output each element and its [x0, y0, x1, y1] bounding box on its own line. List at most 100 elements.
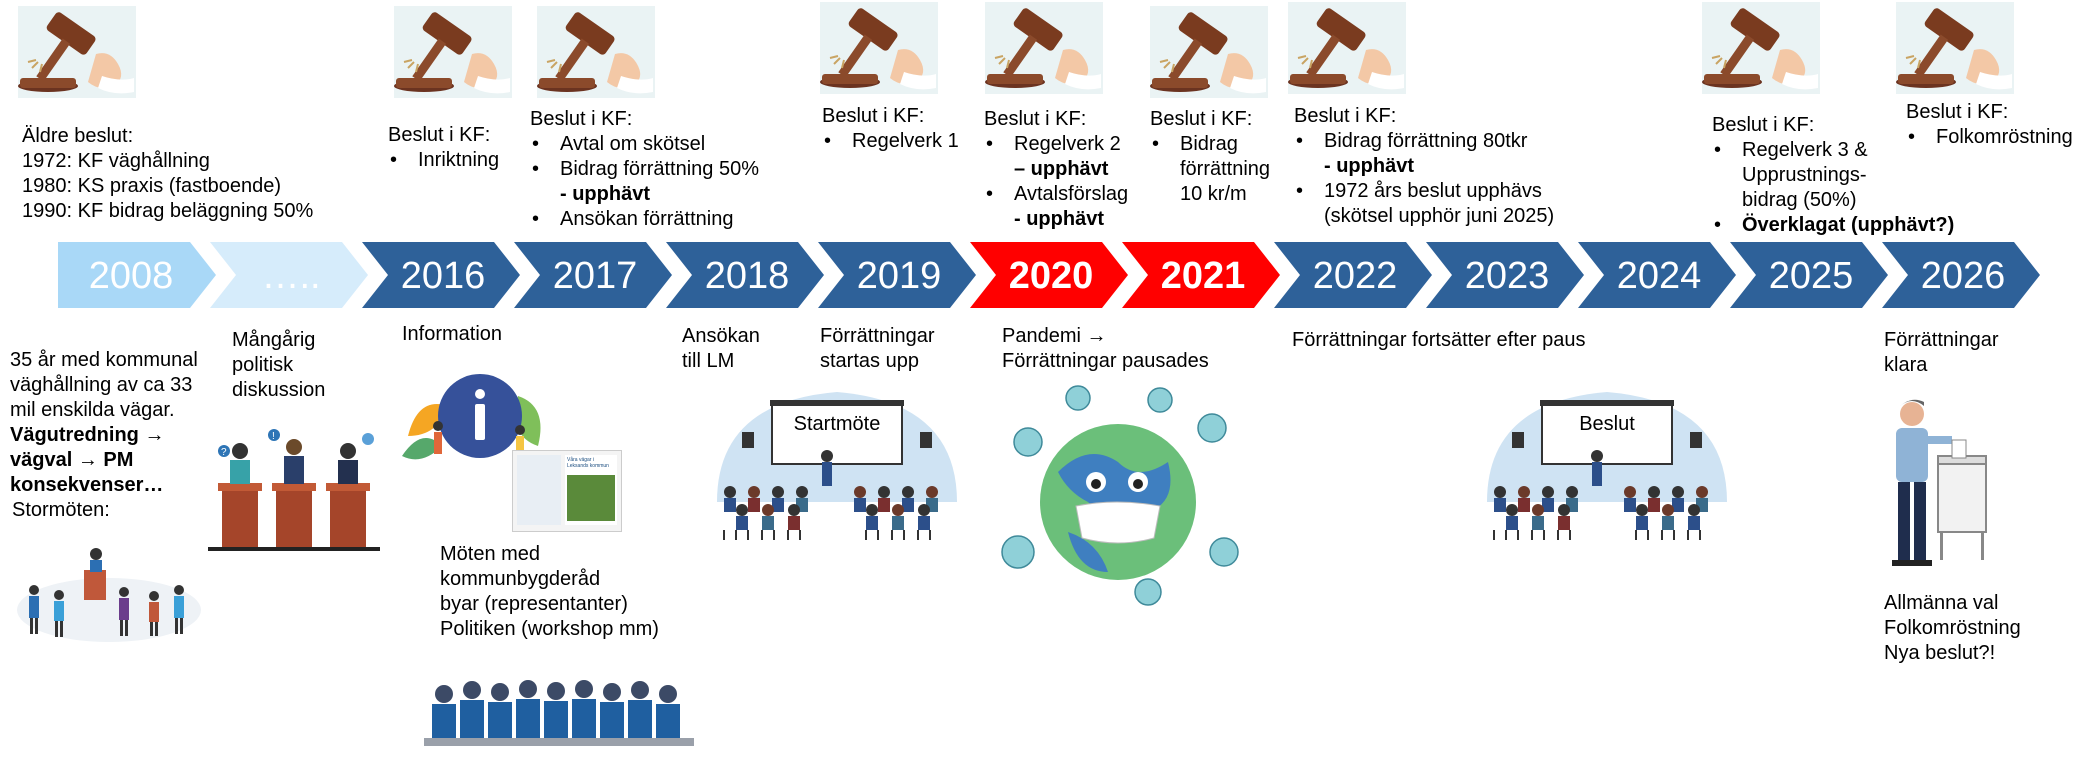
kf-bullet: Regelverk 2 – upphävt — [984, 132, 1128, 182]
timeline-arrow — [818, 242, 976, 308]
stormoten-label: Stormöten: — [12, 499, 110, 521]
timeline-arrow — [58, 242, 216, 308]
kf-heading: Beslut i KF: — [1150, 108, 1253, 130]
brochure-photo — [567, 475, 615, 521]
gavel-icon — [394, 6, 512, 98]
timeline-year-label: 2023 — [1465, 255, 1550, 297]
virus-icon — [1001, 385, 1239, 606]
kf-bullet: Bidrag förrättning 10 kr/m — [1150, 132, 1270, 207]
timeline-arrow — [970, 242, 1128, 308]
brochure-page — [517, 455, 561, 525]
kf-heading: Beslut i KF: — [388, 124, 491, 146]
kf-bullet-strong: - upphävt — [1014, 208, 1104, 230]
debate-icon: ? ! — [208, 429, 380, 551]
gavel-icon — [537, 6, 655, 98]
kf-2022: Beslut i KF: Bidrag förrättning 80tkr - u… — [1294, 104, 1554, 229]
timeline-arrow — [1578, 242, 1736, 308]
timeline-arrow — [1730, 242, 1888, 308]
kf-bullet-text: Regelverk 2 — [1014, 133, 1121, 155]
timeline-arrow — [1122, 242, 1280, 308]
kf-heading: Beslut i KF: — [1294, 105, 1397, 127]
timeline-year-label: ….. — [261, 255, 320, 297]
conference-room-icon — [1486, 391, 1728, 541]
svg-text:!: ! — [272, 431, 275, 442]
timeline-arrow — [666, 242, 824, 308]
conference-room-beslut: Beslut — [1482, 382, 1732, 562]
timeline-year-label: 2025 — [1769, 255, 1854, 297]
klara-label: Förrättningar klara — [1884, 329, 1999, 376]
kf-bullet: Avtalsförslag - upphävt — [984, 182, 1128, 232]
crowd-icon — [17, 548, 201, 642]
timeline-arrow — [1274, 242, 1432, 308]
older-line: 1972: KF väghållning — [22, 150, 210, 172]
gavel-icon — [985, 2, 1103, 94]
ansokan-label: Ansökan till LM — [682, 325, 760, 372]
gavel-icon — [1150, 6, 1268, 98]
mangarig-label: Mångårig politisk diskussion — [232, 329, 326, 401]
forts-label: Förrättningar fortsätter efter paus — [1292, 329, 1586, 351]
timeline-arrow — [1882, 242, 2040, 308]
intro-text: 35 år med kommunal väghållning av ca 33 … — [10, 349, 198, 421]
timeline-year-label: 2022 — [1313, 255, 1398, 297]
info-icon — [402, 374, 541, 460]
timeline-year-label: 2019 — [857, 255, 942, 297]
kf-2021: Beslut i KF: Bidrag förrättning 10 kr/m — [1150, 107, 1270, 207]
gavel-icon — [1896, 2, 2014, 94]
kf-bullet-strong: Överklagat (upphävt?) — [1742, 214, 1955, 236]
timeline-arrow — [210, 242, 368, 308]
kf-bullet-text: Bidrag förrättning 80tkr — [1324, 130, 1528, 152]
kf-bullet: Avtal om skötsel — [530, 132, 759, 157]
kf-bullet: Folkomröstning — [1906, 125, 2073, 150]
workshop-icon — [424, 672, 694, 754]
timeline-arrow — [362, 242, 520, 308]
kf-heading: Beslut i KF: — [984, 108, 1087, 130]
intro-strong: Vägutredning → vägval → PM konsekvenser… — [10, 424, 165, 496]
svg-text:?: ? — [221, 447, 227, 458]
timeline-year-label: 2024 — [1617, 255, 1702, 297]
kf-bullet: Bidrag förrättning 80tkr - upphävt — [1294, 129, 1554, 179]
timeline-arrow — [1426, 242, 1584, 308]
timeline-year-label: 2017 — [553, 255, 638, 297]
conference-room-icon — [716, 391, 958, 541]
kf-bullet-text: Avtalsförslag — [1014, 183, 1129, 205]
kf-heading: Beslut i KF: — [530, 108, 633, 130]
forr-startas-label: Förrättningar startas upp — [820, 325, 935, 372]
information-label: Information — [402, 323, 503, 345]
kf-heading: Beslut i KF: — [1906, 101, 2009, 123]
kf-bullet-text: Bidrag förrättning 50% — [560, 158, 760, 180]
older-line: 1980: KS praxis (fastboende) — [22, 175, 282, 197]
gavel-icon — [820, 2, 938, 94]
gavel-icon — [1288, 2, 1406, 94]
kf-bullet: Bidrag förrättning 50% - upphävt — [530, 157, 759, 207]
kf-heading: Beslut i KF: — [822, 105, 925, 127]
kf-2017: Beslut i KF: Avtal om skötsel Bidrag för… — [530, 107, 759, 232]
timeline-arrow — [514, 242, 672, 308]
kf-bullet: Ansökan förrättning — [530, 207, 759, 232]
intro-2008: 35 år med kommunal väghållning av ca 33 … — [10, 323, 198, 523]
kf-2016: Beslut i KF: Inriktning — [388, 123, 499, 173]
moten-label: Möten med kommunbygderåd byar (represent… — [440, 543, 659, 640]
kf-2026: Beslut i KF: Folkomröstning — [1906, 100, 2073, 150]
brochure-title: Våra vägar i Leksands kommun — [567, 457, 609, 469]
timeline-year-label: 2020 — [1009, 255, 1094, 297]
gavel-icon — [18, 6, 136, 98]
startmote-board: Startmöte — [793, 413, 881, 435]
kf-bullet-strong: – upphävt — [1014, 158, 1109, 180]
kf-2019: Beslut i KF: Regelverk 1 — [822, 104, 959, 154]
timeline-year-label: 2018 — [705, 255, 790, 297]
kf-bullet: 1972 års beslut upphävs (skötsel upphör … — [1294, 179, 1554, 229]
kf-bullet-strong: - upphävt — [560, 183, 650, 205]
kf-bullet-strong: - upphävt — [1324, 155, 1414, 177]
timeline-year-label: 2026 — [1921, 255, 2006, 297]
kf-bullet: Regelverk 1 — [822, 129, 959, 154]
older-line: 1990: KF bidrag beläggning 50% — [22, 200, 314, 222]
conference-room-startmote: Startmöte — [712, 382, 962, 562]
timeline-year-label: 2008 — [89, 255, 174, 297]
brochure-cover: Våra vägar i Leksands kommun — [565, 455, 617, 525]
kf-bullet: Regelverk 3 & Upprustnings- bidrag (50%) — [1712, 138, 1954, 213]
kf-2020: Beslut i KF: Regelverk 2 – upphävt Avtals… — [984, 107, 1128, 232]
beslut-board: Beslut — [1579, 413, 1635, 435]
kf-bullet: Inriktning — [388, 148, 499, 173]
gavel-icon — [1702, 2, 1820, 94]
